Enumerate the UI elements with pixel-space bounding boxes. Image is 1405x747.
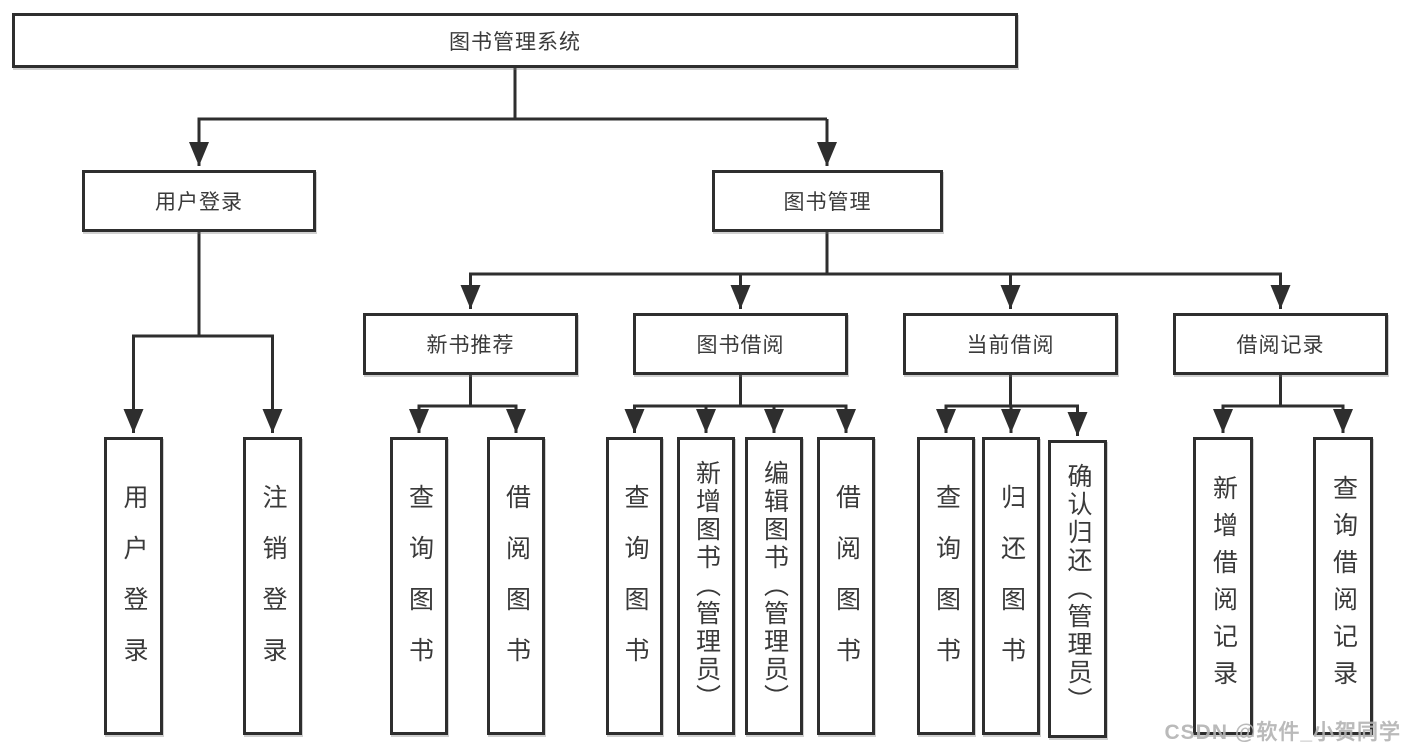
node-book-borrow-label: 图书借阅 xyxy=(696,334,785,357)
leaf-add-borrow-record: 新增借阅记录 xyxy=(1193,437,1253,735)
node-root-label: 图书管理系统 xyxy=(449,30,581,54)
node-user-login-label: 用户登录 xyxy=(155,191,243,214)
leaf-borrow-books-2-label: 借阅图书 xyxy=(832,484,861,688)
leaf-user-login: 用户登录 xyxy=(104,437,163,735)
leaf-return-books: 归还图书 xyxy=(982,437,1040,735)
node-borrow-record-label: 借阅记录 xyxy=(1236,334,1325,357)
leaf-user-login-label: 用户登录 xyxy=(120,484,148,688)
leaf-query-borrow-record: 查询借阅记录 xyxy=(1313,437,1373,735)
leaf-query-books-2-label: 查询图书 xyxy=(621,484,649,688)
leaf-edit-book-admin-label: 编辑图书（管理员） xyxy=(760,460,789,712)
leaf-logout: 注销登录 xyxy=(243,437,302,735)
node-borrow-record: 借阅记录 xyxy=(1173,313,1388,375)
leaf-add-book-admin: 新增图书（管理员） xyxy=(677,437,735,735)
watermark: CSDN @软件_小贺同学 xyxy=(1164,721,1401,744)
node-book-borrow: 图书借阅 xyxy=(633,313,848,375)
node-book-management: 图书管理 xyxy=(712,170,943,232)
leaf-query-borrow-record-label: 查询借阅记录 xyxy=(1329,475,1358,697)
leaf-borrow-books-1: 借阅图书 xyxy=(487,437,545,735)
node-user-login: 用户登录 xyxy=(82,170,316,232)
node-new-book-recommend-label: 新书推荐 xyxy=(426,334,515,357)
leaf-edit-book-admin: 编辑图书（管理员） xyxy=(745,437,803,735)
leaf-logout-label: 注销登录 xyxy=(259,484,287,688)
leaf-add-book-admin-label: 新增图书（管理员） xyxy=(692,460,721,712)
leaf-query-books-2: 查询图书 xyxy=(606,437,663,735)
leaf-query-books-3-label: 查询图书 xyxy=(932,484,961,688)
leaf-confirm-return-admin-label: 确认归还（管理员） xyxy=(1064,463,1092,715)
node-root: 图书管理系统 xyxy=(12,13,1018,68)
node-current-borrow-label: 当前借阅 xyxy=(966,334,1055,357)
leaf-add-borrow-record-label: 新增借阅记录 xyxy=(1209,475,1238,697)
leaf-borrow-books-2: 借阅图书 xyxy=(817,437,875,735)
leaf-confirm-return-admin: 确认归还（管理员） xyxy=(1048,440,1107,738)
node-book-management-label: 图书管理 xyxy=(783,191,872,214)
leaf-query-books-1-label: 查询图书 xyxy=(405,484,434,688)
leaf-query-books-3: 查询图书 xyxy=(917,437,975,735)
leaf-borrow-books-1-label: 借阅图书 xyxy=(502,484,531,688)
leaf-return-books-label: 归还图书 xyxy=(997,484,1026,688)
node-current-borrow: 当前借阅 xyxy=(903,313,1118,375)
leaf-query-books-1: 查询图书 xyxy=(390,437,448,735)
node-new-book-recommend: 新书推荐 xyxy=(363,313,578,375)
